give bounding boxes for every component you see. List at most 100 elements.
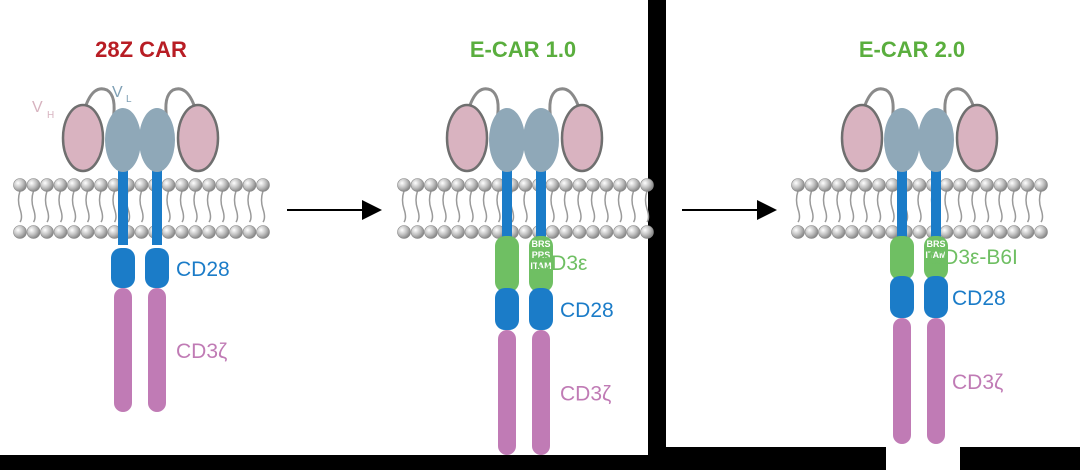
lipid-tail [577,190,582,223]
lipid-tail [998,190,1003,223]
lipid-head [242,178,257,192]
lipid-tail [17,190,23,223]
scfv-linker [83,87,116,121]
lipid-head [912,178,927,192]
lipid-head [858,225,873,239]
cd3e-label: CD3ε [536,252,587,275]
lipid-tail [71,190,77,223]
lipid-head [804,178,819,192]
lipid-head [599,225,614,239]
transmembrane-segment [118,160,128,245]
lipid-head [229,225,243,239]
lipid-head [804,225,819,239]
vl-domain [105,108,141,172]
lipid-head [518,225,533,239]
lipid-tail [809,190,814,223]
cd28-domain [111,248,135,288]
lipid-tail [415,190,420,223]
lipid-head [424,178,438,192]
lipid-head [478,178,492,192]
lipid-head [256,178,270,192]
lipid-tail [984,190,990,223]
lipid-head [80,178,95,192]
lipid-bilayer [397,178,654,239]
cd3z-domain [498,330,516,455]
lipid-tail [795,190,801,223]
lipid-head [424,225,438,239]
vh-domain [445,103,489,173]
lipid-head [40,225,54,239]
vh-domain [955,103,999,173]
lipid-tail [455,190,461,223]
lipid-head [256,225,270,239]
lipid-tail [631,190,636,223]
lipid-head [202,178,216,192]
lipid-head [572,225,587,239]
transmembrane-segment [931,160,941,245]
lipid-head [572,178,587,192]
lipid-head [586,178,600,192]
lipid-tail [233,190,239,223]
lipid-head [872,225,886,239]
lipid-head [134,178,149,192]
lipid-head [791,178,805,192]
lipid-tail [428,190,434,223]
lipid-tail [523,190,528,223]
transmembrane-segment [897,160,907,245]
lipid-tail [957,190,963,223]
lipid-head [1034,225,1048,239]
lipid-head [451,178,465,192]
transmembrane-segment [502,160,512,245]
lipid-bilayer [13,178,270,239]
cd3z-domain [532,330,550,455]
lipid-tail [644,190,650,223]
lipid-tail [890,190,895,223]
lipid-tail [604,190,609,223]
lipid-head [1007,178,1021,192]
lipid-tail [31,190,36,223]
lipid-head [94,178,108,192]
lipid-head [559,225,573,239]
lipid-head [966,225,981,239]
lipid-tail [442,190,447,223]
lipid-tail [617,190,623,223]
transmembrane-segment [536,160,546,245]
cd3e-domain [529,236,553,292]
scfv-linker [862,87,895,121]
lipid-head [464,178,479,192]
lipid-bilayer [791,178,1048,239]
lipid-tail [496,190,501,223]
lipid-head [215,178,230,192]
lipid-head [586,225,600,239]
panel-background-right [666,0,1080,447]
lipid-tail [260,190,266,223]
lipid-tail [247,190,252,223]
lipid-tail [193,190,198,223]
lipid-head [1007,225,1021,239]
lipid-head [953,225,967,239]
lipid-head [858,178,873,192]
lipid-tail [876,190,882,223]
lipid-head [845,178,859,192]
lipid-head [67,178,81,192]
lipid-tail [139,190,144,223]
lipid-head [1020,225,1035,239]
lipid-head [818,178,832,192]
lipid-head [966,178,981,192]
lipid-head [53,225,68,239]
lipid-head [626,178,641,192]
cd28-label: CD28 [560,299,614,322]
lipid-head [478,225,492,239]
lipid-head [939,178,954,192]
cd28-domain [495,288,519,330]
lipid-tail [85,190,90,223]
scfv-linker [548,87,581,121]
lipid-head [545,178,560,192]
lipid-tail [944,190,949,223]
lipid-head [134,225,149,239]
cd3z-domain [114,288,132,412]
lipid-head [599,178,614,192]
scfv-linker [467,87,500,121]
